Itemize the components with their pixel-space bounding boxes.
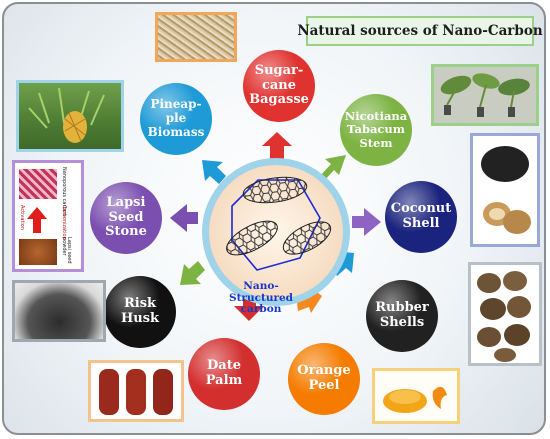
photo-pineapple — [16, 80, 124, 152]
arrow-to-pineapple — [202, 160, 226, 184]
circle-risk — [104, 276, 176, 348]
rubber-seeds-picture — [477, 271, 531, 362]
arrow-to-coconut — [352, 208, 381, 236]
source-circles — [90, 50, 457, 415]
lapsi-powder-image — [19, 239, 57, 265]
photo-dates — [88, 360, 184, 422]
photo-coconut — [470, 133, 540, 247]
arrows — [170, 132, 381, 321]
photo-orange-peel — [372, 368, 460, 424]
nanoporous-carbon-image — [19, 169, 57, 199]
circle-nicotiana — [340, 94, 412, 166]
tobacco-leaves — [440, 73, 530, 117]
nanotube-right — [282, 221, 332, 255]
photo-rubber-seeds — [468, 262, 542, 366]
nanotube-left — [226, 220, 278, 256]
orange-peel-picture — [383, 386, 447, 413]
inset-top-label: Nanoporous carbon — [61, 167, 67, 216]
coconut-picture — [481, 146, 531, 234]
photo-rice-husk — [12, 280, 106, 342]
inset-middle-label: Carbonization — [61, 205, 67, 240]
circle-sugarcane — [243, 50, 315, 122]
arrow-to-lapsi — [170, 204, 198, 232]
inset-bottom-label: Lapsi seed powder — [61, 237, 72, 264]
inset-left-label: Activation — [19, 205, 25, 231]
photo-bagasse — [155, 12, 237, 62]
arrow-to-risk — [180, 261, 205, 285]
photo-tobacco — [431, 64, 539, 126]
circle-coconut — [385, 181, 457, 253]
circle-orange — [288, 343, 360, 415]
arrow-to-sugarcane — [262, 132, 292, 162]
pineapple-picture — [28, 87, 105, 143]
circle-lapsi — [90, 182, 162, 254]
diagram-title: Natural sources of Nano-Carbon — [297, 23, 543, 39]
dates-picture — [99, 369, 173, 415]
arrow-to-nicotiana — [321, 155, 346, 181]
inset-arrow — [27, 207, 47, 233]
photo-lapsi-inset: Nanoporous carbon Carbonization Activati… — [12, 160, 84, 272]
circle-rubber — [366, 280, 438, 352]
center-label: Nano-Structured carbon — [228, 280, 294, 316]
center-hub — [202, 158, 350, 306]
circle-date — [188, 338, 260, 410]
circle-pineapple — [140, 83, 212, 155]
arrow-to-date — [234, 296, 264, 321]
nanotube-top — [242, 176, 308, 204]
title-box: Natural sources of Nano-Carbon — [297, 16, 543, 46]
